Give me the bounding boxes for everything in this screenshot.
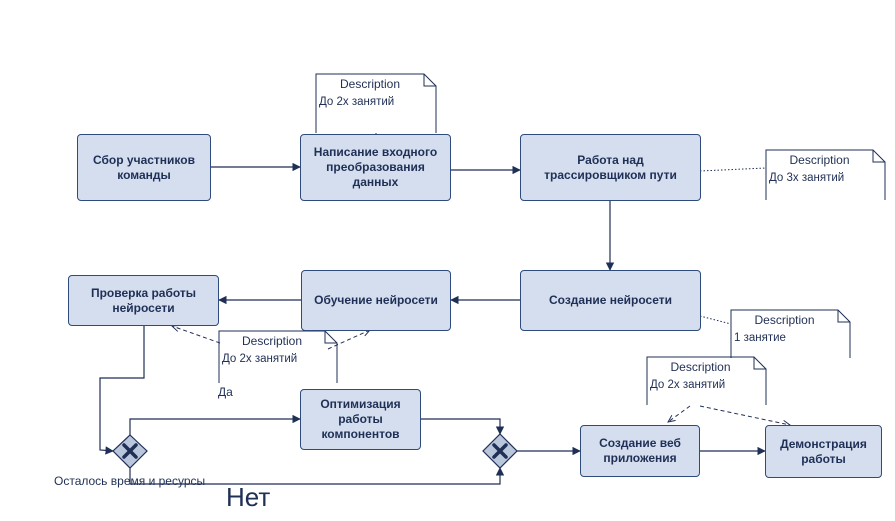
flow-gateway-no-to-gateway2 — [129, 467, 505, 485]
note-n3-title: Description — [241, 334, 303, 348]
task-create-nn[interactable]: Создание нейросети — [520, 270, 701, 331]
note-n4-frame — [730, 309, 851, 358]
task-train-nn-label: Обучение нейросети — [314, 293, 438, 307]
task-optimize[interactable]: Оптимизация работы компонентов — [300, 389, 421, 450]
task-tracer-work[interactable]: Работа над трассировщиком пути — [520, 134, 701, 201]
assoc-n3-right — [327, 330, 370, 350]
task-check-nn[interactable]: Проверка работы нейросети — [68, 275, 219, 326]
task-create-web[interactable]: Создание веб приложения — [580, 425, 700, 477]
task-demo[interactable]: Демонстрация работы — [765, 425, 882, 478]
task-demo-label: Демонстрация работы — [780, 436, 867, 466]
assoc-n5-right — [699, 405, 790, 425]
note-n2-body: До 3х занятий — [769, 172, 845, 184]
task-input-transform[interactable]: Написание входного преобразования данных — [300, 134, 451, 201]
note-n3-frame — [218, 330, 338, 383]
note-n4-body: 1 занятие — [734, 332, 786, 344]
label-yes: Да — [218, 385, 233, 399]
assoc-n4 — [699, 315, 732, 325]
note-n2: Description До 3х занятий — [767, 151, 872, 200]
exclusive-gateway-2 — [482, 433, 518, 469]
note-n1-frame — [315, 73, 437, 133]
note-n5: Description До 2х занятий — [648, 358, 753, 405]
note-n4: Description 1 занятие — [732, 311, 837, 358]
assoc-n5-left — [668, 405, 691, 422]
note-n1-body: До 2х занятий — [319, 96, 395, 108]
flow-gateway-yes-to-optimize — [129, 414, 301, 435]
flow-optimize-to-gateway2 — [421, 418, 505, 435]
task-create-web-label: Создание веб приложения — [599, 436, 681, 465]
note-n2-frame — [765, 149, 886, 200]
flow-check-to-gateway — [99, 326, 145, 455]
task-train-nn[interactable]: Обучение нейросети — [301, 270, 451, 331]
note-n4-title: Description — [754, 313, 815, 327]
task-collect-team-label: Сбор участников команды — [93, 152, 195, 182]
task-tracer-work-label: Работа над трассировщиком пути — [544, 152, 677, 182]
note-n1-title: Description — [339, 77, 401, 91]
task-create-nn-label: Создание нейросети — [549, 293, 672, 307]
note-n3-body: До 2х занятий — [222, 353, 298, 365]
note-n5-title: Description — [670, 360, 731, 374]
note-n1: Description До 2х занятий — [317, 75, 423, 133]
label-no: Нет — [226, 482, 271, 512]
task-collect-team[interactable]: Сбор участников команды — [77, 134, 211, 201]
note-n3: Description До 2х занятий — [220, 332, 324, 383]
note-n5-body: До 2х занятий — [650, 379, 726, 391]
exclusive-gateway-1 — [112, 434, 148, 469]
note-n5-frame — [646, 356, 767, 405]
label-gateway-question: Осталось время и ресурсы — [54, 474, 206, 488]
task-input-transform-label: Написание входного преобразования данных — [313, 145, 438, 189]
assoc-n2 — [699, 167, 767, 172]
task-check-nn-label: Проверка работы нейросети — [90, 285, 197, 315]
task-optimize-label: Оптимизация работы компонентов — [320, 397, 401, 441]
note-n2-title: Description — [789, 153, 850, 167]
assoc-n3-left — [172, 326, 221, 344]
